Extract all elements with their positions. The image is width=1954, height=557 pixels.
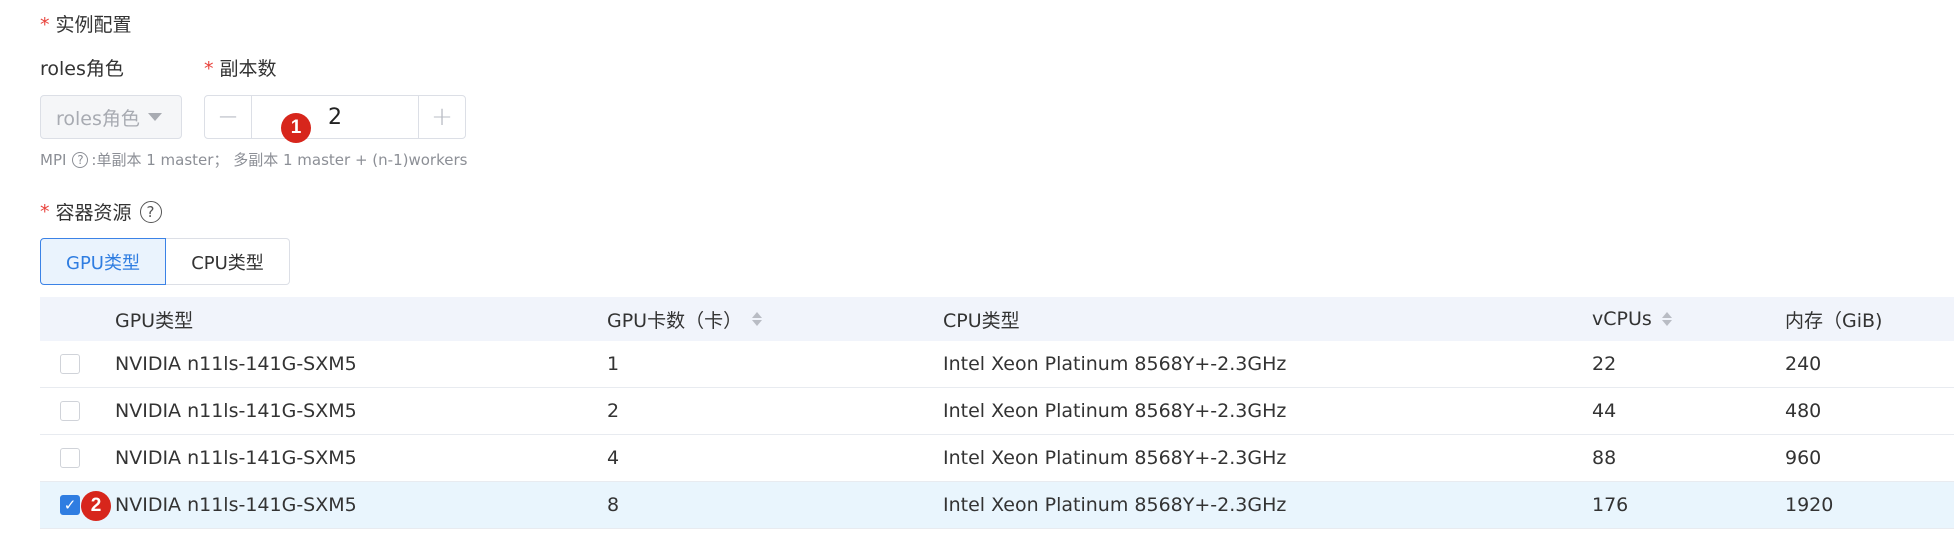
table-header: GPU类型 GPU卡数（卡） CPU类型 vCPUs 内存（GiB) (40, 297, 1954, 341)
replicas-input[interactable]: 2 (328, 104, 342, 130)
vcpus-cell: 176 (1592, 494, 1629, 516)
resource-table: GPU类型 GPU卡数（卡） CPU类型 vCPUs 内存（GiB) NVIDI… (40, 297, 1954, 529)
resource-type-tabs: GPU类型 CPU类型 (40, 238, 290, 285)
required-mark: * (40, 14, 50, 36)
hint-text: :单副本 1 master； 多副本 1 master + (n-1)worke… (91, 151, 468, 169)
roles-select[interactable]: roles角色 (40, 95, 182, 139)
annotation-badge-1: 1 (281, 113, 311, 143)
vcpus-cell: 22 (1592, 353, 1617, 375)
vcpus-cell: 44 (1592, 400, 1617, 422)
instance-section-title: *实例配置 (40, 14, 132, 36)
help-icon[interactable]: ? (139, 200, 162, 223)
gpu-count-cell: 8 (607, 494, 620, 516)
sort-icon[interactable] (752, 312, 763, 326)
replicas-label: *副本数 (204, 58, 277, 80)
column-header-vcpus[interactable]: vCPUs (1592, 297, 1672, 341)
increment-button[interactable]: + (418, 96, 465, 138)
cpu-type-cell: Intel Xeon Platinum 8568Y+-2.3GHz (943, 494, 1287, 516)
vcpus-cell: 88 (1592, 447, 1617, 469)
gpu-type-cell: NVIDIA n11ls-141G-SXM5 (115, 447, 357, 469)
table-row[interactable]: NVIDIA n11ls-141G-SXM5 1 Intel Xeon Plat… (40, 341, 1954, 388)
hint-prefix: MPI (40, 150, 67, 169)
table-row[interactable]: NVIDIA n11ls-141G-SXM5 2 Intel Xeon Plat… (40, 388, 1954, 435)
help-icon[interactable]: ? (72, 151, 89, 168)
gpu-type-cell: NVIDIA n11ls-141G-SXM5 (115, 400, 357, 422)
table-row-selected[interactable]: ✓ NVIDIA n11ls-141G-SXM5 8 Intel Xeon Pl… (40, 482, 1954, 529)
column-header-memory: 内存（GiB) (1785, 309, 1883, 332)
required-mark: * (40, 200, 50, 223)
row-checkbox[interactable] (60, 354, 80, 374)
tab-cpu-type[interactable]: CPU类型 (166, 238, 290, 285)
cpu-type-cell: Intel Xeon Platinum 8568Y+-2.3GHz (943, 400, 1287, 422)
required-mark: * (204, 58, 214, 80)
replicas-stepper[interactable]: − 2 + (204, 95, 466, 139)
gpu-count-cell: 4 (607, 447, 620, 469)
memory-cell: 960 (1785, 447, 1822, 469)
memory-cell: 480 (1785, 400, 1822, 422)
gpu-count-cell: 2 (607, 400, 620, 422)
row-checkbox[interactable] (60, 401, 80, 421)
decrement-button[interactable]: − (205, 96, 252, 138)
caret-down-icon (147, 113, 162, 121)
cpu-type-cell: Intel Xeon Platinum 8568Y+-2.3GHz (943, 447, 1287, 469)
replicas-hint: MPI ? :单副本 1 master； 多副本 1 master + (n-1… (40, 149, 467, 170)
row-checkbox-checked[interactable]: ✓ (60, 495, 80, 515)
roles-select-value: roles角色 (56, 107, 140, 130)
gpu-count-cell: 1 (607, 353, 620, 375)
sort-icon[interactable] (1661, 312, 1672, 326)
gpu-type-cell: NVIDIA n11ls-141G-SXM5 (115, 353, 357, 375)
tab-gpu-type[interactable]: GPU类型 (40, 238, 166, 285)
cpu-type-cell: Intel Xeon Platinum 8568Y+-2.3GHz (943, 353, 1287, 375)
memory-cell: 1920 (1785, 494, 1834, 516)
column-header-gpu-count[interactable]: GPU卡数（卡） (607, 297, 763, 341)
memory-cell: 240 (1785, 353, 1822, 375)
resource-section-title: *容器资源 ? (40, 198, 165, 225)
roles-label: roles角色 (40, 58, 124, 80)
column-header-cpu-type: CPU类型 (943, 309, 1020, 332)
row-checkbox[interactable] (60, 448, 80, 468)
gpu-type-cell: NVIDIA n11ls-141G-SXM5 (115, 494, 357, 516)
column-header-gpu-type: GPU类型 (115, 309, 194, 332)
annotation-badge-2: 2 (81, 491, 111, 521)
table-row[interactable]: NVIDIA n11ls-141G-SXM5 4 Intel Xeon Plat… (40, 435, 1954, 482)
